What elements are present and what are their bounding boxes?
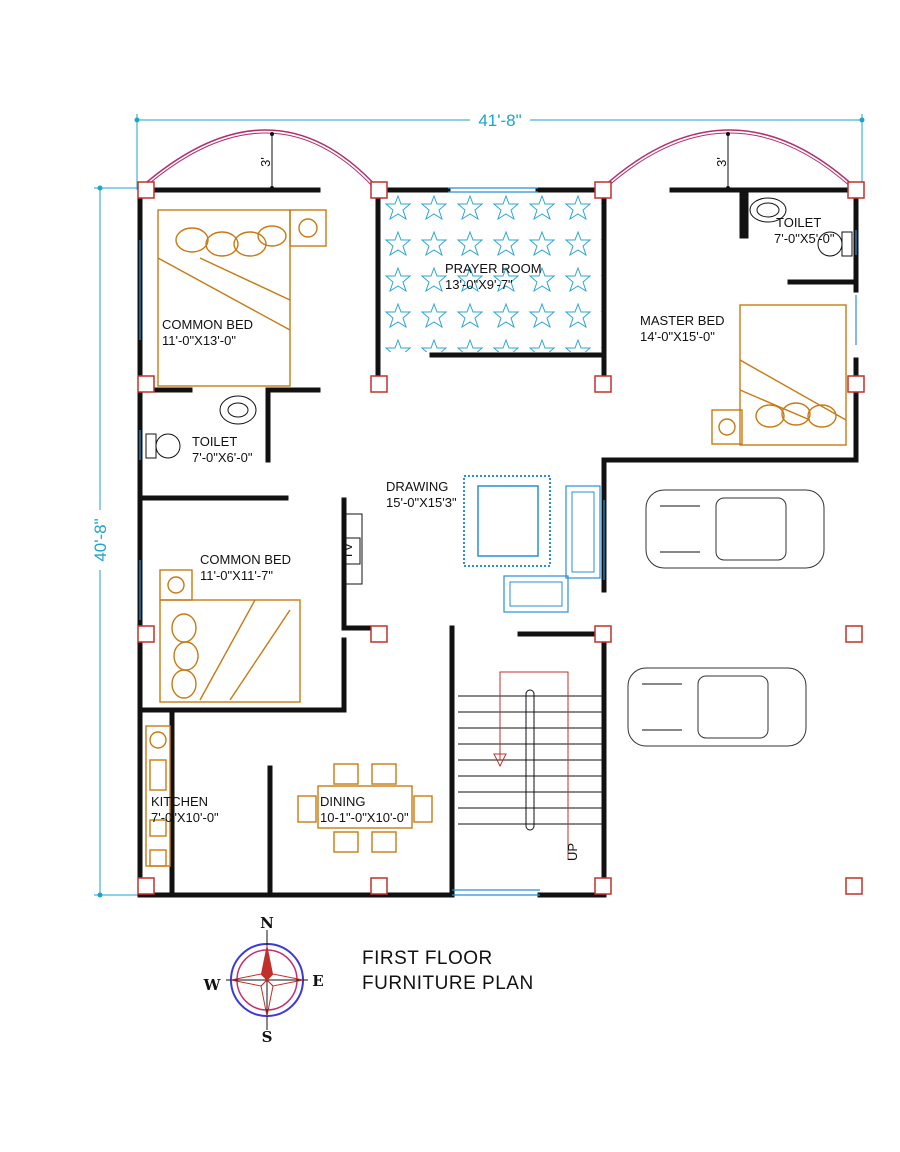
kitchen-counter — [145, 725, 171, 867]
toilet-left-name: TOILET — [192, 434, 237, 449]
dining-name: DINING — [320, 794, 366, 809]
drawing-furniture — [463, 475, 601, 613]
arch-left: 3' — [139, 129, 379, 190]
bed-common-2 — [159, 569, 301, 703]
plan-title: FIRST FLOOR FURNITURE PLAN — [362, 948, 534, 994]
dimension-width: 41'-8" — [134, 110, 865, 190]
car-upper — [645, 489, 825, 569]
common-bed-2-name: COMMON BED — [200, 552, 291, 567]
arch-right: 3' — [601, 129, 857, 190]
windows — [139, 187, 857, 896]
stair-up-label: UP — [565, 843, 580, 861]
prayer-room-size: 13'-0"X9'-7" — [445, 277, 513, 292]
compass-west: W — [203, 976, 222, 994]
common-bed-1-name: COMMON BED — [162, 317, 253, 332]
title-line-2: FURNITURE PLAN — [362, 973, 534, 994]
compass-north: N — [260, 914, 274, 932]
compass-icon: N S E W — [203, 914, 324, 1046]
compass-south: S — [262, 1028, 273, 1046]
bed-master — [711, 304, 847, 446]
columns — [137, 181, 865, 895]
toilet-left-fixtures — [145, 395, 257, 459]
staircase: UP — [458, 671, 604, 861]
title-line-1: FIRST FLOOR — [362, 948, 493, 969]
toilet-right-fixtures — [749, 197, 853, 257]
width-dimension-label: 41'-8" — [478, 111, 521, 130]
master-bed-size: 14'-0"X15'-0" — [640, 329, 715, 344]
kitchen-name: KITCHEN — [151, 794, 208, 809]
prayer-room-name: PRAYER ROOM — [445, 261, 542, 276]
common-bed-1-size: 11'-0"X13'-0" — [162, 333, 236, 348]
room-labels: COMMON BED 11'-0"X13'-0" PRAYER ROOM 13'… — [151, 215, 835, 825]
height-dimension-label: 40'-8" — [91, 518, 110, 561]
toilet-left-size: 7'-0"X6'-0" — [192, 450, 253, 465]
dimension-height: 40'-8" — [90, 185, 140, 898]
dining-size: 10-1"-0"X10'-0" — [320, 810, 409, 825]
dining-table — [297, 763, 433, 853]
car-lower — [627, 667, 807, 747]
bed-common-1 — [157, 209, 327, 387]
common-bed-2-size: 11'-0"X11'-7" — [200, 568, 273, 583]
arch-right-label: 3' — [714, 157, 729, 167]
prayer-room-tile-floor — [380, 192, 602, 352]
compass-east: E — [312, 972, 323, 990]
toilet-right-name: TOILET — [776, 215, 821, 230]
drawing-size: 15'-0"X15'3" — [386, 495, 457, 510]
toilet-right-size: 7'-0"X5'-0" — [774, 231, 835, 246]
drawing-name: DRAWING — [386, 479, 448, 494]
kitchen-size: 7'-0"X10'-0" — [151, 810, 219, 825]
tv-unit: TV — [340, 513, 363, 585]
arch-left-label: 3' — [258, 157, 273, 167]
master-bed-name: MASTER BED — [640, 313, 725, 328]
tv-label: TV — [340, 542, 355, 559]
